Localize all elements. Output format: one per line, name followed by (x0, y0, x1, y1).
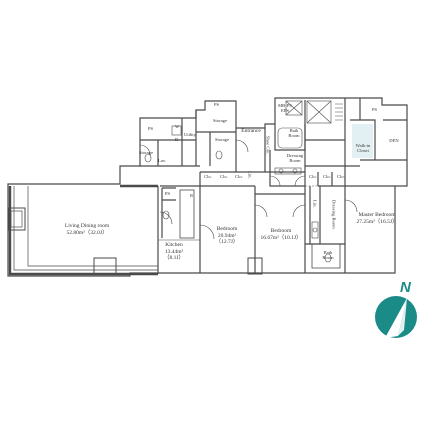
mbps-line2: EPS (281, 108, 289, 114)
master-bedroom-area: 27.25m²（16.5J） (356, 218, 398, 225)
bedroom1-tatami: （12.7J） (215, 239, 239, 245)
ps-label: PS (372, 107, 378, 112)
ldk-name: Living Dining room (64, 223, 110, 229)
door-swing (292, 204, 306, 218)
shaft-box (285, 100, 303, 116)
shoe-closet-label: Shoe Clo. (265, 136, 271, 155)
bedroom2-name: Bedroom (270, 228, 292, 234)
storage-label: Storage (138, 150, 154, 155)
toilet-fixture (144, 153, 152, 163)
mbps-label: MB·PS EPS (276, 103, 294, 114)
stairs (335, 103, 343, 121)
sink-fixture (274, 167, 302, 175)
door-swing (344, 199, 358, 213)
bath-label: Bath Room (318, 250, 338, 261)
window-bay (8, 207, 26, 231)
closet-label: Clo. (323, 174, 331, 179)
walkin-line2: Closet (357, 148, 369, 154)
sink-fixture (311, 221, 319, 239)
linen-label: Lin. (312, 200, 318, 208)
kitchen-label: Kitchen 13.44m² （8.1J） (156, 242, 192, 262)
toilet-fixture (324, 253, 332, 263)
storage-label: Storage (214, 137, 230, 142)
storage-label: Storage (212, 118, 228, 123)
compass-icon (375, 296, 417, 338)
compass-north-label: N (400, 279, 411, 296)
ps-label: PS (165, 191, 171, 196)
door-swing (235, 139, 249, 153)
bathtub (277, 127, 303, 149)
lav-label: Lav. (158, 158, 166, 163)
door-swing (294, 175, 306, 187)
walkin-closet-fill (352, 124, 373, 158)
washer-label: W (175, 124, 180, 129)
kitchen-name: Kitchen (165, 242, 183, 248)
closet-label: Clo. (220, 174, 228, 179)
dressing-room-small-label: Dressing Room (331, 200, 337, 229)
closet-label: Clo. (309, 174, 317, 179)
master-bedroom-name: Master Bedroom (358, 212, 396, 218)
ldk-area: 52.80m²（32.0J） (66, 229, 108, 236)
closet-label: Clo. (337, 174, 345, 179)
ps-label: PS (148, 126, 154, 131)
window-bay (10, 210, 23, 228)
door-swing (254, 204, 268, 218)
door-swing (269, 175, 281, 187)
shaft-box (306, 100, 332, 124)
linen-label: Lin. (247, 171, 253, 179)
closet-label: Clo. (204, 174, 212, 179)
toilet-fixture (162, 210, 170, 220)
kitchen-area: 13.44m² (164, 248, 184, 255)
bath-room-label: Bath Room (282, 128, 306, 139)
master-bedroom-label: Master Bedroom 27.25m²（16.5J） (348, 212, 406, 225)
bedroom1-label: Bedroom 20.94m² （12.7J） (202, 226, 252, 246)
den-label: DEN (389, 138, 399, 143)
ldk-label: Living Dining room 52.80m²（32.0J） (52, 223, 122, 236)
bedroom1-name: Bedroom (216, 226, 238, 232)
bedroom1-area: 20.94m² (217, 232, 237, 239)
dressing-room-label: Dressing Room (281, 153, 309, 164)
kitchen-tatami: （8.1J） (163, 255, 184, 261)
refrigerator-label: R (190, 193, 194, 198)
dryer-label: D (175, 137, 179, 142)
bath-room-line1: Bath (289, 128, 299, 133)
bath-room-line2: Room (288, 133, 300, 139)
dressing-line2: Room (289, 158, 301, 164)
door-swing (159, 211, 173, 225)
balcony-line (27, 186, 158, 267)
ps-label: PS (214, 102, 220, 107)
bedroom2-label: Bedroom 16.67m²（10.1J） (255, 228, 307, 241)
closet-label: Clo. (235, 174, 243, 179)
bath-line2: Room (322, 255, 334, 261)
dressing-line1: Dressing (286, 153, 304, 158)
bath-line1: Bath (323, 250, 333, 255)
utility-label: Utility (184, 132, 196, 137)
bedroom2-area: 16.67m²（10.1J） (260, 234, 302, 241)
walkin-line1: Walk-in (355, 143, 371, 148)
window-bay (93, 257, 117, 275)
outer-wall (7, 97, 408, 277)
entrance-label: Entrance (241, 128, 261, 134)
door-swing (199, 224, 215, 240)
washer (171, 125, 182, 136)
door-swing (139, 144, 151, 156)
walkin-closet-label: Walk-in Closet (350, 143, 376, 154)
mbps-line1: MB·PS (278, 103, 292, 108)
toilet-fixture (215, 150, 223, 160)
